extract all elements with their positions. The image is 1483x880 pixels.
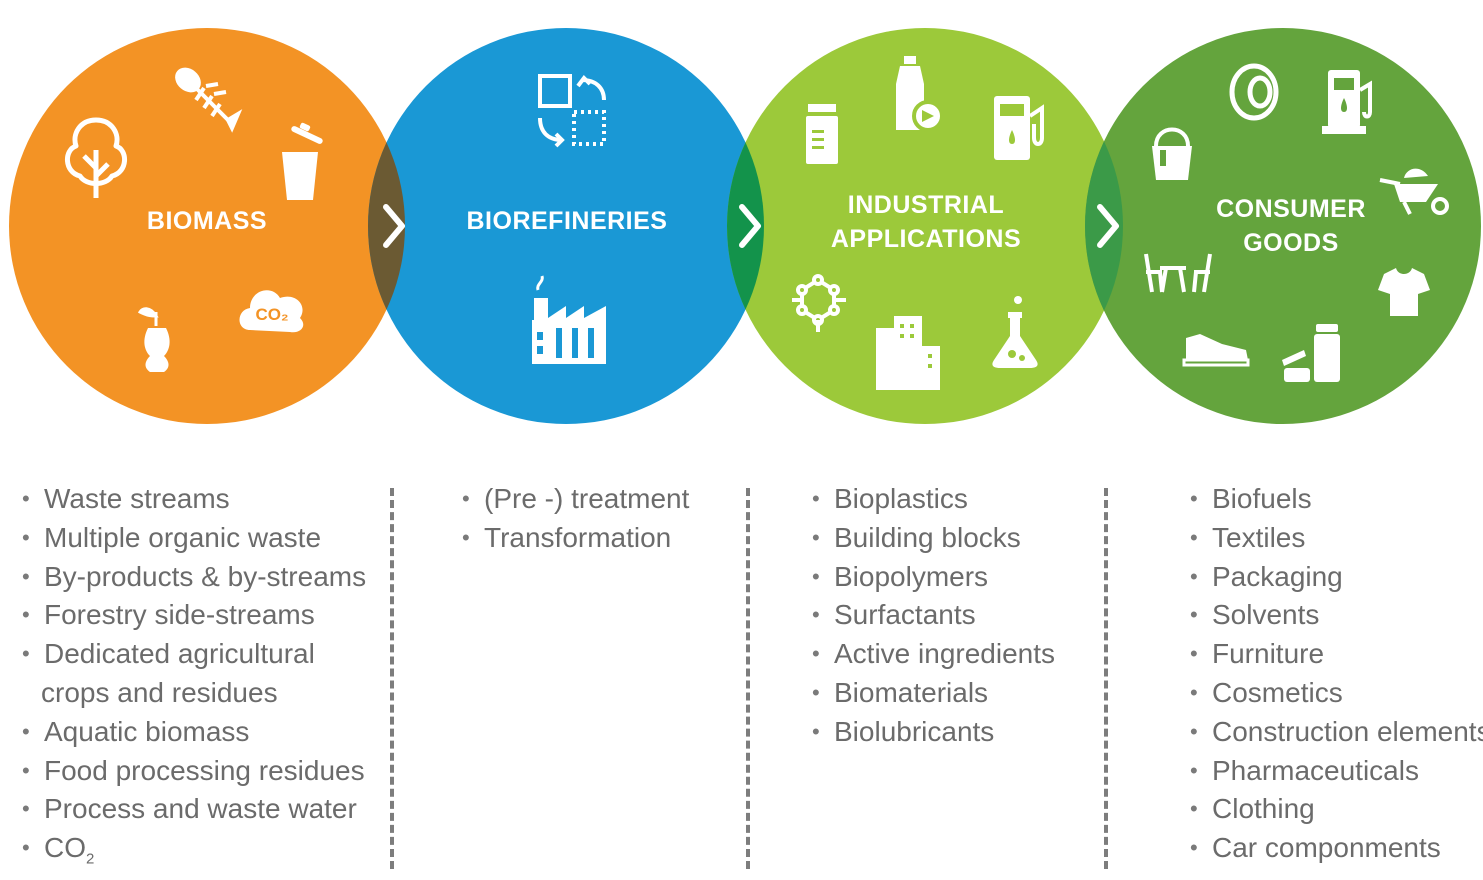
wheelbarrow-icon bbox=[1379, 168, 1449, 215]
furniture-icon bbox=[1144, 253, 1212, 293]
list-item: Car componments bbox=[1190, 829, 1483, 868]
fuel-pump-icon bbox=[994, 96, 1044, 160]
list-item: Biopolymers bbox=[812, 558, 1055, 597]
tshirt-icon bbox=[1378, 268, 1430, 316]
list-item: By-products & by-streams bbox=[22, 558, 366, 597]
factory-icon bbox=[532, 275, 606, 364]
list-item: Furniture bbox=[1190, 635, 1483, 674]
consumer-title-line2: GOODS bbox=[1243, 229, 1339, 257]
molecule-icon bbox=[792, 274, 846, 332]
buildings-icon bbox=[876, 316, 940, 390]
list-item: Dedicated agricultural bbox=[22, 635, 366, 674]
industrial-title-line2: APPLICATIONS bbox=[830, 225, 1022, 253]
tree-icon bbox=[65, 117, 127, 198]
bucket-icon bbox=[1152, 127, 1192, 180]
biomass-title: BIOMASS bbox=[146, 207, 268, 235]
apple-core-icon bbox=[137, 307, 170, 372]
co2-icon-text: CO₂ bbox=[255, 305, 288, 324]
column-separator bbox=[1104, 488, 1108, 869]
list-item: Solvents bbox=[1190, 596, 1483, 635]
chevron-right-icon bbox=[383, 204, 405, 248]
sneaker-icon bbox=[1182, 334, 1250, 367]
list-item: Clothing bbox=[1190, 790, 1483, 829]
list-item: Cosmetics bbox=[1190, 674, 1483, 713]
container-icon bbox=[806, 104, 838, 164]
tire-icon bbox=[1229, 63, 1279, 121]
list-item: Textiles bbox=[1190, 519, 1483, 558]
chevron-right-icon bbox=[739, 204, 761, 248]
list-item: Building blocks bbox=[812, 519, 1055, 558]
bottle-icon bbox=[896, 56, 944, 132]
biomass-list: Waste streams Multiple organic waste By-… bbox=[22, 480, 366, 880]
list-item: Multiple organic waste bbox=[22, 519, 366, 558]
industrial-title-line1: INDUSTRIAL bbox=[847, 191, 1005, 219]
list-item-continuation: crops and residues bbox=[41, 676, 278, 708]
trash-bin-icon bbox=[282, 122, 323, 200]
list-item: Construction elements bbox=[1190, 713, 1483, 752]
biorefineries-title: BIOREFINERIES bbox=[466, 207, 668, 235]
industrial-applications-list: Bioplastics Building blocks Biopolymers … bbox=[812, 480, 1055, 752]
co2-cloud-icon: CO₂ bbox=[239, 290, 304, 333]
list-item: Transformation bbox=[462, 519, 689, 558]
list-item: Biomaterials bbox=[812, 674, 1055, 713]
fuel-pump-icon bbox=[1322, 70, 1372, 134]
cosmetics-icon bbox=[1282, 324, 1340, 382]
list-item: Process and waste water bbox=[22, 790, 366, 829]
chevron-right-icon bbox=[1097, 204, 1119, 248]
fish-bone-icon bbox=[175, 67, 243, 133]
list-item: Pharmaceuticals bbox=[1190, 752, 1483, 791]
list-item: Food processing residues bbox=[22, 752, 366, 791]
list-item: Aquatic biomass bbox=[22, 713, 366, 752]
list-item: Packaging bbox=[1190, 558, 1483, 597]
biorefineries-circle bbox=[368, 28, 764, 424]
consumer-goods-title: CONSUMER GOODS bbox=[1180, 192, 1402, 260]
consumer-goods-list: Biofuels Textiles Packaging Solvents Fur… bbox=[1190, 480, 1483, 868]
co2-text: CO bbox=[44, 832, 86, 864]
list-item: Bioplastics bbox=[812, 480, 1055, 519]
consumer-goods-circle bbox=[1085, 28, 1481, 424]
list-item: (Pre -) treatment bbox=[462, 480, 689, 519]
column-separator bbox=[746, 488, 750, 869]
biorefineries-list: (Pre -) treatment Transformation bbox=[462, 480, 689, 558]
list-item: Forestry side-streams bbox=[22, 596, 366, 635]
list-item: Active ingredients bbox=[812, 635, 1055, 674]
consumer-title-line1: CONSUMER bbox=[1216, 195, 1366, 223]
transformation-icon bbox=[538, 74, 606, 148]
column-separator bbox=[390, 488, 394, 869]
list-item: Surfactants bbox=[812, 596, 1055, 635]
flask-icon bbox=[992, 296, 1038, 368]
list-item: Biolubricants bbox=[812, 713, 1055, 752]
list-item: Waste streams bbox=[22, 480, 366, 519]
list-item: Biofuels bbox=[1190, 480, 1483, 519]
co2-subscript: 2 bbox=[86, 850, 95, 868]
industrial-applications-title: INDUSTRIAL APPLICATIONS bbox=[816, 188, 1036, 256]
list-item-co2: CO2 bbox=[22, 829, 366, 879]
